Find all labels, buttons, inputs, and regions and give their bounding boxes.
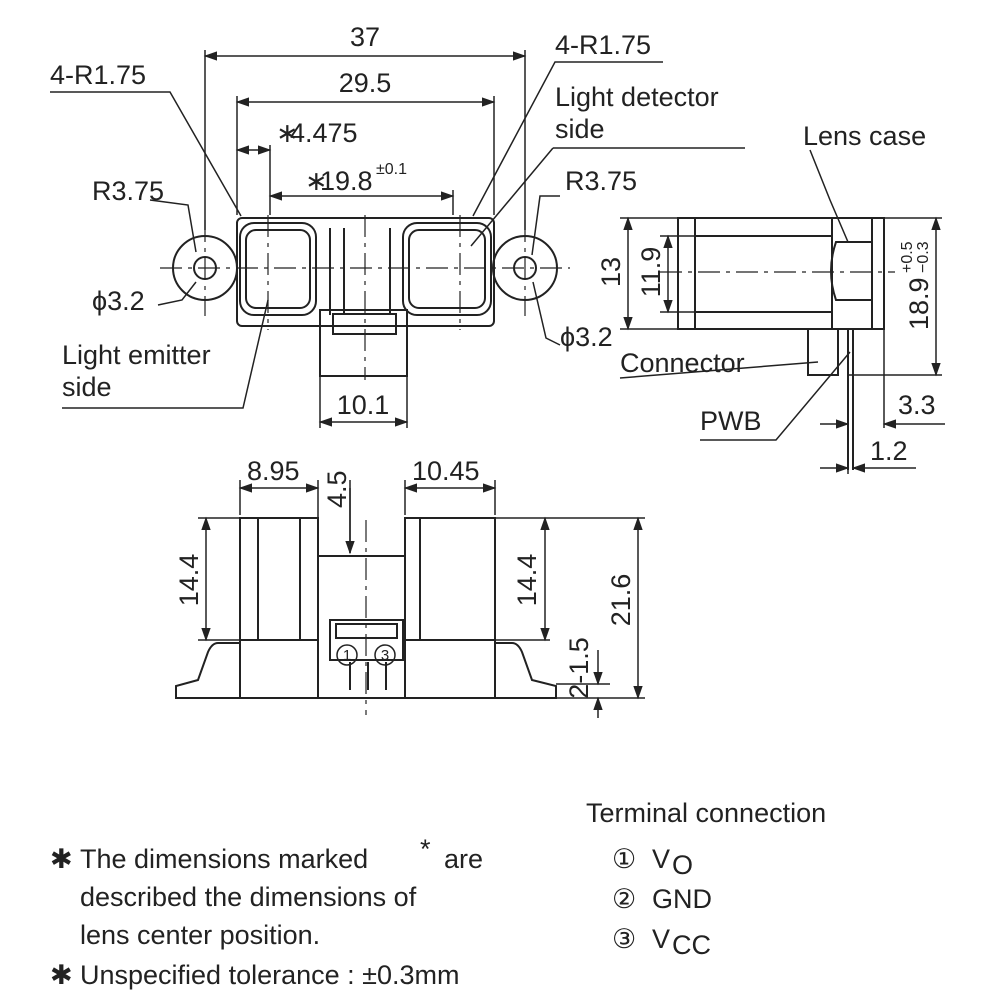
dim-14-4-left: 14.4 bbox=[174, 554, 204, 607]
dim-height-13: 13 bbox=[596, 257, 626, 287]
corner-radius-left: 4-R1.75 bbox=[50, 60, 146, 90]
terminal-3-number: ③ bbox=[612, 924, 636, 954]
emitter-label-1: Light emitter bbox=[62, 340, 211, 370]
dim-overall-width: 37 bbox=[350, 22, 380, 52]
dim-emitter-offset: 4.475 bbox=[290, 118, 358, 148]
terminal-connection: Terminal connection ① V O ② GND ③ V CC bbox=[586, 798, 826, 960]
dim-lens-pitch: 19.8 bbox=[320, 166, 373, 196]
front-view-labels: 8.95 4.5 10.45 14.4 14.4 21.6 2-1.5 1 3 bbox=[174, 456, 636, 699]
pin-3-marker bbox=[374, 644, 396, 666]
note-1-tail: are bbox=[444, 844, 483, 874]
pin-1-number: 1 bbox=[343, 647, 351, 664]
notes: ✱ The dimensions marked * are described … bbox=[50, 834, 483, 990]
dim-1-2: 1.2 bbox=[870, 436, 908, 466]
terminal-3-name: V bbox=[652, 924, 670, 954]
detector-label-1: Light detector bbox=[555, 82, 719, 112]
terminal-1-number: ① bbox=[612, 844, 636, 874]
left-block bbox=[239, 517, 319, 699]
front-connector bbox=[329, 619, 404, 661]
note-2: Unspecified tolerance : ±0.3mm bbox=[80, 960, 460, 990]
right-flange bbox=[495, 642, 557, 699]
detector-window-inner bbox=[408, 229, 486, 309]
lens-case bbox=[830, 241, 873, 301]
detector-window-outer bbox=[402, 222, 492, 316]
terminal-2-name: GND bbox=[652, 884, 712, 914]
emitter-label-2: side bbox=[62, 372, 112, 402]
connector-label: Connector bbox=[620, 348, 745, 378]
dim-10-45: 10.45 bbox=[412, 456, 480, 486]
dim-emitter-offset-star: ∗ bbox=[276, 118, 299, 148]
dim-14-4-right: 14.4 bbox=[512, 554, 542, 607]
dim-height-18-9: 18.9 bbox=[904, 277, 934, 330]
dim-8-95: 8.95 bbox=[247, 456, 300, 486]
dim-height-tol-minus: −0.3 bbox=[915, 241, 932, 273]
dim-4-5: 4.5 bbox=[322, 470, 352, 508]
note-1-line-2: described the dimensions of bbox=[80, 882, 417, 912]
emitter-window-outer bbox=[239, 222, 317, 316]
pwb-label: PWB bbox=[700, 406, 762, 436]
detector-label-2: side bbox=[555, 114, 605, 144]
hole-radius-right: R3.75 bbox=[565, 166, 637, 196]
emitter-window-inner bbox=[245, 229, 311, 309]
dim-lens-pitch-tol: ±0.1 bbox=[376, 161, 407, 178]
dim-21-6: 21.6 bbox=[606, 574, 636, 627]
dim-lens-pitch-star: ∗ bbox=[305, 166, 328, 196]
pin-1-marker bbox=[336, 644, 358, 666]
terminal-2-number: ② bbox=[612, 884, 636, 914]
side-connector bbox=[807, 328, 839, 376]
note-1-star: * bbox=[420, 834, 431, 864]
note-1-line-1: The dimensions marked bbox=[80, 844, 368, 874]
hole-radius-left: R3.75 bbox=[92, 176, 164, 206]
connector-top bbox=[319, 309, 408, 377]
front-view bbox=[175, 480, 645, 718]
lens-case-label: Lens case bbox=[803, 121, 926, 151]
dim-height-tol-plus: +0.5 bbox=[899, 241, 916, 273]
note-1-line-3: lens center position. bbox=[80, 920, 320, 950]
terminal-title: Terminal connection bbox=[586, 798, 826, 828]
dim-3-3: 3.3 bbox=[898, 390, 936, 420]
terminal-3-sub: CC bbox=[672, 930, 711, 960]
middle-section bbox=[317, 555, 406, 699]
pin-3-number: 3 bbox=[381, 647, 389, 664]
dim-height-11-9: 11.9 bbox=[636, 247, 666, 298]
right-block bbox=[404, 517, 496, 699]
side-body bbox=[677, 217, 885, 330]
hole-dia-left: ϕ3.2 bbox=[92, 286, 145, 316]
hole-dia-right: ϕ3.2 bbox=[560, 322, 613, 352]
dim-connector-width: 10.1 bbox=[337, 390, 390, 420]
terminal-1-sub: O bbox=[672, 850, 693, 880]
terminal-1-name: V bbox=[652, 844, 670, 874]
dim-pin-2-1-5: 2-1.5 bbox=[564, 637, 594, 699]
note-2-mark: ✱ bbox=[50, 960, 73, 990]
dim-hole-pitch: 29.5 bbox=[339, 68, 392, 98]
note-1-mark: ✱ bbox=[50, 844, 73, 874]
top-view-labels: 37 29.5 ∗ 4.475 ∗ 19.8 ±0.1 4-R1.75 4-R1… bbox=[50, 22, 719, 420]
top-view bbox=[50, 50, 745, 428]
side-view-labels: Lens case Connector PWB 13 11.9 18.9 +0.… bbox=[596, 121, 936, 466]
corner-radius-right: 4-R1.75 bbox=[555, 30, 651, 60]
left-flange bbox=[175, 642, 240, 699]
side-view bbox=[619, 149, 945, 474]
